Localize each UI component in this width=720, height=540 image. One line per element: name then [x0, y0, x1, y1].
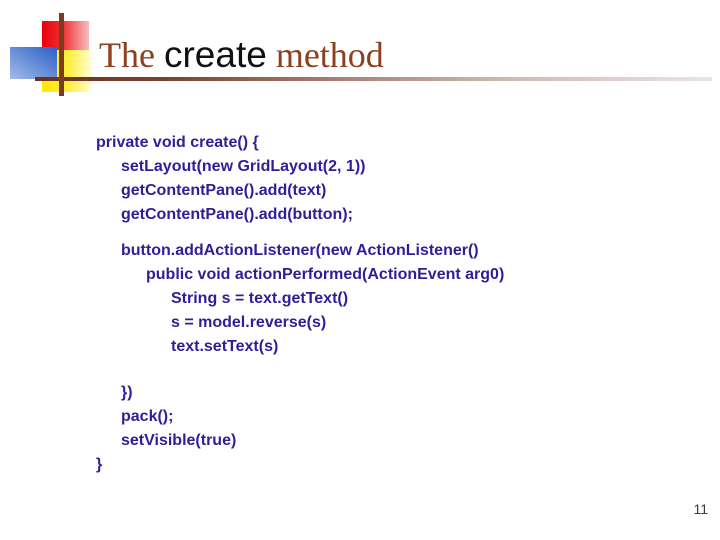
code-line: setLayout(new GridLayout(2, 1)) [121, 158, 366, 175]
code-block-1: private void create() { setLayout(new Gr… [96, 131, 504, 227]
code-line: private void create() { [96, 134, 259, 151]
code-line: String s = text.getText() [171, 290, 349, 307]
slide-title: The create method [99, 34, 384, 76]
code-body: private void create() { setLayout(new Gr… [96, 131, 504, 477]
code-line: setVisible(true) [121, 432, 237, 449]
code-line: pack(); [121, 408, 174, 425]
title-word-the: The [99, 35, 155, 75]
code-line: public void actionPerformed(ActionEvent … [146, 266, 505, 283]
code-block-2: button.addActionListener(new ActionListe… [96, 239, 504, 359]
code-line: text.setText(s) [171, 338, 279, 355]
code-line: s = model.reverse(s) [171, 314, 327, 331]
title-word-method: method [275, 35, 384, 75]
code-line: }) [121, 384, 133, 401]
title-word-create: create [163, 34, 267, 75]
title-underline-rule [35, 77, 712, 81]
page-number: 11 [693, 501, 708, 517]
vertical-rule-decoration [59, 13, 64, 96]
code-line: getContentPane().add(button); [121, 206, 353, 223]
blue-square-decoration [10, 47, 57, 79]
code-line: button.addActionListener(new ActionListe… [121, 242, 479, 259]
red-square-decoration [42, 21, 89, 50]
code-line: getContentPane().add(text) [121, 182, 327, 199]
code-line: } [96, 456, 103, 473]
code-block-3: }) pack(); setVisible(true) } [96, 381, 504, 477]
